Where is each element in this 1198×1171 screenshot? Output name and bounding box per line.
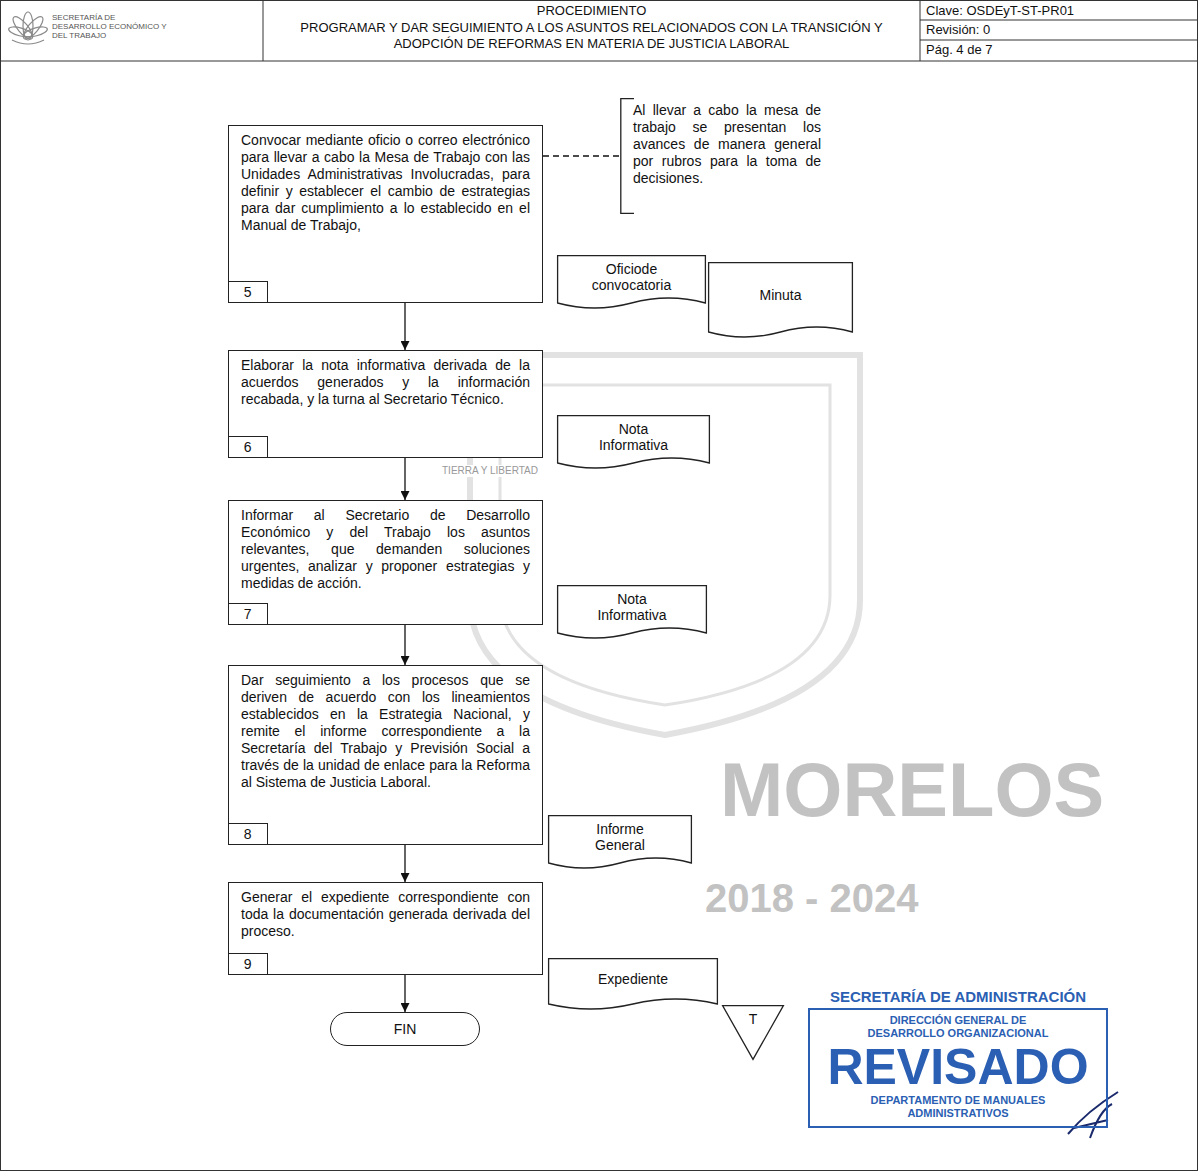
logo-petal xyxy=(20,14,46,42)
annotation-note: Al llevar a cabo la mesa de trabajo se p… xyxy=(620,98,825,214)
step-number: 5 xyxy=(228,281,268,303)
step-number: 9 xyxy=(228,953,268,975)
node-text: Generar el expediente correspondiente co… xyxy=(241,889,530,940)
motto-watermark: TIERRA Y LIBERTAD xyxy=(440,465,540,477)
node-text: Al llevar a cabo la mesa de trabajo se p… xyxy=(633,102,821,187)
node-text: Informar al Secretario de Desarrollo Eco… xyxy=(241,507,530,592)
header-rule xyxy=(263,0,264,61)
agency-name: SECRETARÍA DE DESARROLLO ECONÓMICO Y DEL… xyxy=(52,13,170,40)
process-box: Informar al Secretario de Desarrollo Eco… xyxy=(228,500,543,625)
node-text: Nota Informativa xyxy=(585,421,682,453)
step-number: 6 xyxy=(228,436,268,458)
procedure-title: PROGRAMAR Y DAR SEGUIMIENTO A LOS ASUNTO… xyxy=(285,20,898,52)
node-text: Informe General xyxy=(576,821,664,853)
shape-path xyxy=(621,99,634,214)
document-shape: Oficiode convocatoria xyxy=(557,255,706,313)
header-rule xyxy=(920,0,921,61)
node-text: Dar seguimiento a los procesos que se de… xyxy=(241,672,530,791)
logo-petal xyxy=(8,25,33,39)
shape-path xyxy=(558,586,707,638)
process-box: Convocar mediante oficio o correo electr… xyxy=(228,125,543,303)
state-watermark: MORELOS xyxy=(720,752,1104,828)
document-shape: Minuta xyxy=(708,262,853,342)
flow-arrow xyxy=(404,975,405,1012)
stamp-frame: DIRECCIÓN GENERAL DE DESARROLLO ORGANIZA… xyxy=(808,1008,1108,1128)
node-text: Expediente xyxy=(598,971,668,987)
node-text: 8 xyxy=(244,826,252,843)
shape-path xyxy=(558,256,706,308)
document-shape: Nota Informativa xyxy=(557,585,707,643)
agency-logo xyxy=(8,12,49,44)
flow-arrow xyxy=(404,303,405,350)
review-stamp: SECRETARÍA DE ADMINISTRACIÓN DIRECCIÓN GE… xyxy=(808,988,1108,1128)
node-text: 7 xyxy=(244,606,252,623)
node-text: FIN xyxy=(394,1021,417,1038)
process-box: Elaborar la nota informativa derivada de… xyxy=(228,350,543,458)
document-code: Clave: OSDEyT-ST-PR01 xyxy=(926,3,1191,19)
node-text: 6 xyxy=(244,439,252,456)
archive-triangle: T xyxy=(722,1005,784,1060)
node-text: Minuta xyxy=(759,287,801,303)
signature xyxy=(1068,1092,1118,1138)
shape-path xyxy=(558,416,710,468)
stamp-text: REVISADO xyxy=(816,1040,1100,1094)
shield-inner xyxy=(500,385,830,705)
stamp-text: DIRECCIÓN GENERAL DE DESARROLLO ORGANIZA… xyxy=(851,1014,1066,1040)
document-shape: Nota Informativa xyxy=(557,415,710,473)
stamp-heading: SECRETARÍA DE ADMINISTRACIÓN xyxy=(808,988,1108,1006)
node-text: Elaborar la nota informativa derivada de… xyxy=(241,357,530,408)
node-text: 9 xyxy=(244,956,252,973)
step-number: 7 xyxy=(228,603,268,625)
page-number: Pág. 4 de 7 xyxy=(926,42,1191,58)
step-number: 8 xyxy=(228,823,268,845)
logo-base xyxy=(12,40,44,44)
shape-path xyxy=(723,1006,784,1060)
shape-path xyxy=(709,263,853,337)
process-box: Generar el expediente correspondiente co… xyxy=(228,882,543,975)
annotation-link xyxy=(543,155,620,156)
shape-path xyxy=(549,816,692,868)
document-shape: Informe General xyxy=(548,815,692,873)
header-label: PROCEDIMIENTO xyxy=(263,3,920,19)
flow-arrow xyxy=(404,458,405,500)
stamp-text: DEPARTAMENTO DE MANUALES ADMINISTRATIVOS xyxy=(851,1094,1066,1120)
period-watermark: 2018 - 2024 xyxy=(705,878,919,918)
flow-arrow xyxy=(404,845,405,882)
header-rule xyxy=(0,61,1198,62)
header-rule xyxy=(920,40,1198,41)
flow-arrow xyxy=(404,625,405,665)
node-text: T xyxy=(722,1011,784,1027)
document-shape: Expediente xyxy=(548,958,718,1014)
header-rule xyxy=(920,20,1198,21)
logo-petal xyxy=(10,14,36,42)
terminator: FIN xyxy=(330,1012,480,1046)
node-text: Oficiode convocatoria xyxy=(585,261,678,293)
node-text: 5 xyxy=(244,284,252,301)
node-text: Convocar mediante oficio o correo electr… xyxy=(241,132,530,234)
shape-path xyxy=(549,959,718,1009)
node-text: Nota Informativa xyxy=(585,591,679,623)
revision-number: Revisión: 0 xyxy=(926,22,1191,38)
process-box: Dar seguimiento a los procesos que se de… xyxy=(228,665,543,845)
